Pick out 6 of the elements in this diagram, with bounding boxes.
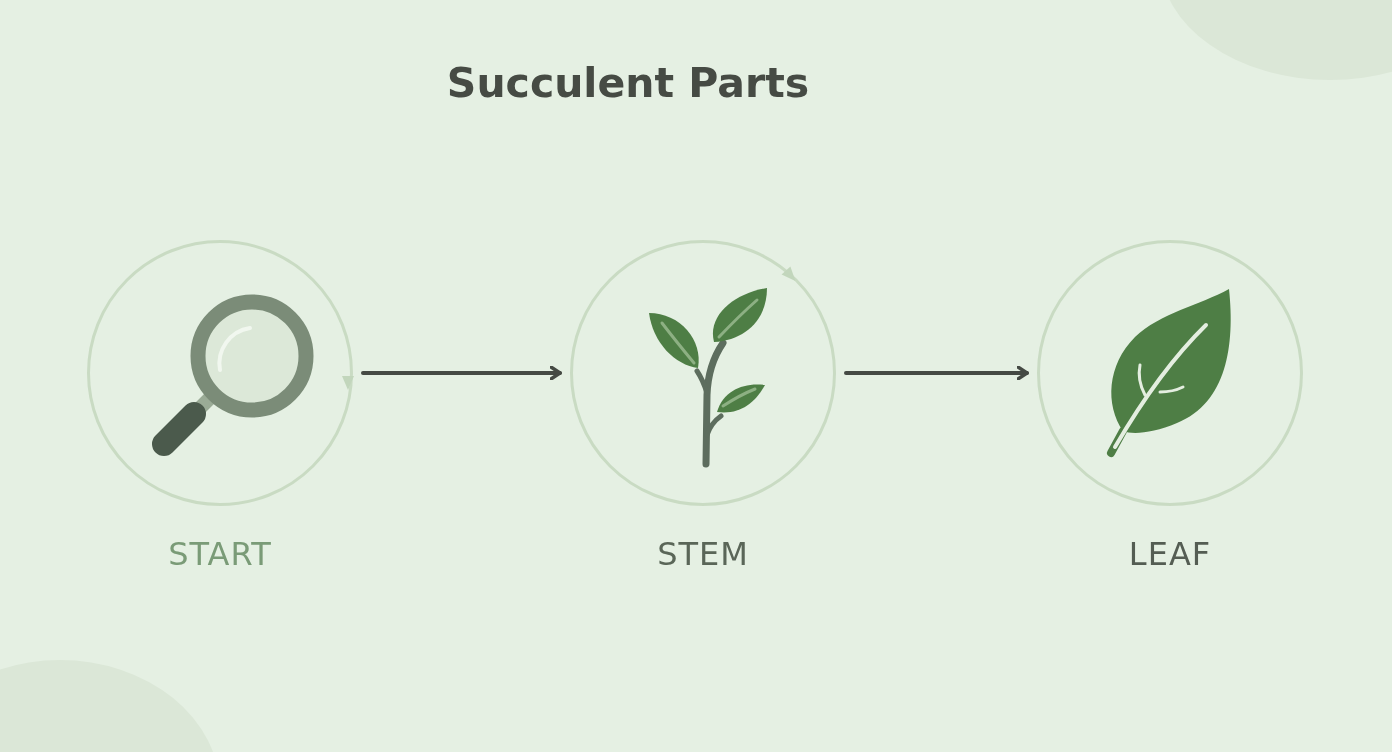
title: Succulent Parts <box>446 60 810 108</box>
node-label: STEM <box>657 537 749 573</box>
arrow <box>361 365 562 381</box>
arrow <box>844 365 1029 381</box>
node-label: LEAF <box>1128 537 1212 573</box>
node-label: START <box>168 537 272 573</box>
